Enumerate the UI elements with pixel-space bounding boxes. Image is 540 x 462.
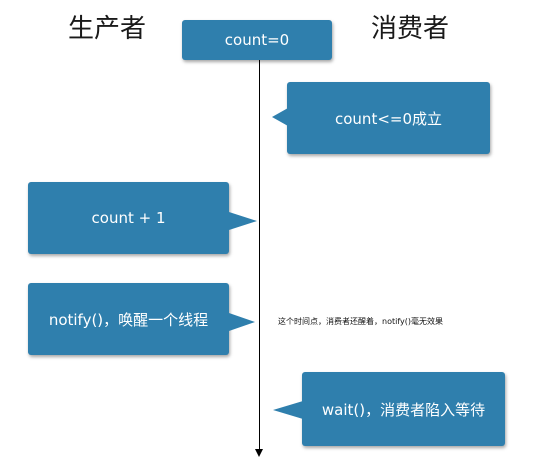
condition-tail: [272, 108, 288, 126]
increment-label: count + 1: [91, 209, 166, 227]
count-init-label: count=0: [224, 31, 290, 49]
notify-tail: [229, 313, 255, 331]
timing-note: 这个时间点，消费者还醒着，notify()毫无效果: [278, 317, 443, 326]
timeline-arrowhead: [255, 449, 263, 457]
wait-label: wait()，消费者陷入等待: [321, 400, 486, 419]
wait-box: wait()，消费者陷入等待: [302, 372, 505, 446]
condition-box: count<=0成立: [287, 82, 490, 154]
consumer-heading: 消费者: [371, 14, 450, 44]
timeline-axis: [259, 55, 260, 450]
increment-box: count + 1: [28, 182, 229, 254]
notify-label: notify()，唤醒一个线程: [48, 310, 209, 329]
wait-tail: [273, 401, 303, 419]
notify-box: notify()，唤醒一个线程: [28, 283, 229, 355]
count-init-box: count=0: [182, 20, 332, 60]
producer-heading: 生产者: [68, 14, 147, 44]
condition-label: count<=0成立: [335, 109, 442, 128]
increment-tail: [229, 212, 257, 230]
